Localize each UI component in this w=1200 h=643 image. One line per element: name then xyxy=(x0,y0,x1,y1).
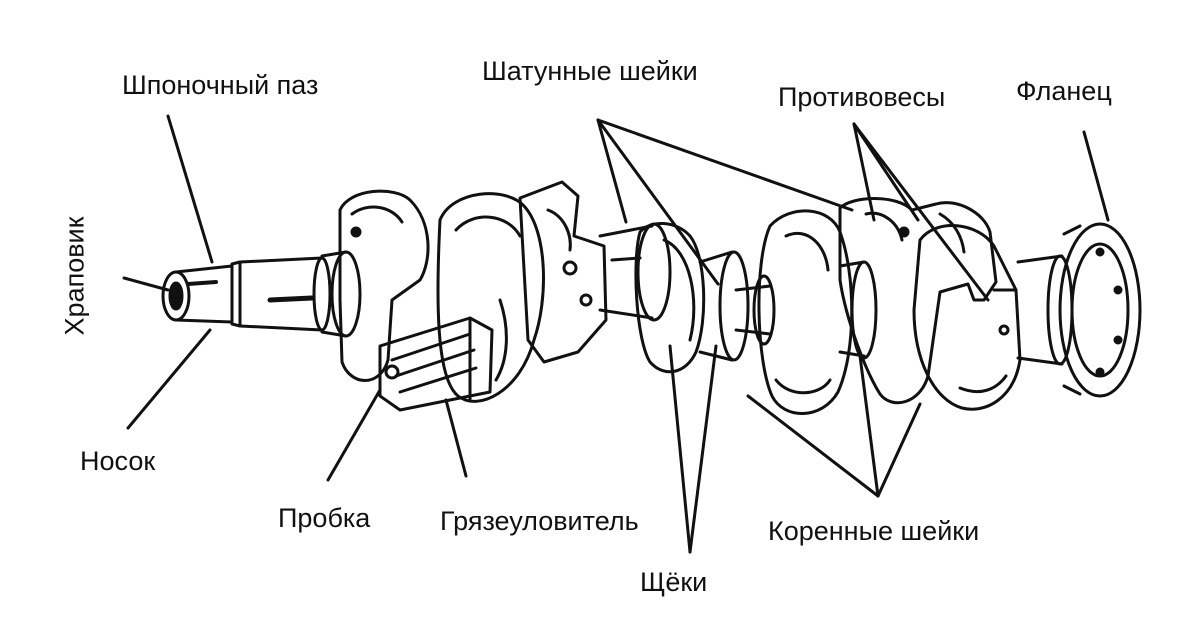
label-webs: Щёки xyxy=(640,567,708,597)
nose-shaft xyxy=(161,250,362,338)
label-dirt-trap: Грязеуловитель xyxy=(440,506,639,536)
counterweight-2 xyxy=(838,197,998,405)
crank-web-3 xyxy=(634,222,750,374)
crank-web-5 xyxy=(912,224,1022,411)
leader-flange xyxy=(1082,130,1110,222)
leader-counterweight-c xyxy=(852,122,990,302)
crank-web-4 xyxy=(757,209,854,415)
label-plug: Пробка xyxy=(278,503,371,533)
leader-main-journal-b xyxy=(858,354,880,498)
leader-webs-b xyxy=(688,344,718,554)
crankshaft-illustration xyxy=(161,180,1142,415)
label-nose: Носок xyxy=(80,446,156,476)
leader-keyway xyxy=(166,114,214,264)
leader-webs-a xyxy=(668,344,692,554)
label-keyway: Шпоночный паз xyxy=(122,70,319,100)
crank-web-2 xyxy=(436,192,545,403)
crank-web-1 xyxy=(338,189,430,382)
label-ratchet: Храповик xyxy=(59,216,90,336)
label-flange: Фланец xyxy=(1016,76,1112,106)
plug-block xyxy=(378,316,494,412)
leader-ratchet xyxy=(122,276,170,292)
leader-rod-journal-b xyxy=(596,118,720,286)
label-counterweights: Противовесы xyxy=(778,82,946,112)
label-main-journals: Коренные шейки xyxy=(768,516,980,546)
label-rod-journals: Шатунные шейки xyxy=(482,56,698,86)
leader-rod-journal-c xyxy=(596,118,854,212)
leader-counterweight-a xyxy=(852,122,876,222)
leader-rod-journal-a xyxy=(596,118,628,224)
leader-dirt-trap xyxy=(444,398,468,478)
leader-plug xyxy=(326,388,382,482)
leader-nose xyxy=(126,328,212,430)
main-journal xyxy=(734,274,776,346)
leader-lines xyxy=(122,114,1110,554)
flange-disk xyxy=(1058,222,1142,398)
leader-main-journal-a xyxy=(746,394,880,498)
counterweight-1 xyxy=(518,180,608,364)
leader-main-journal-c xyxy=(876,402,922,498)
